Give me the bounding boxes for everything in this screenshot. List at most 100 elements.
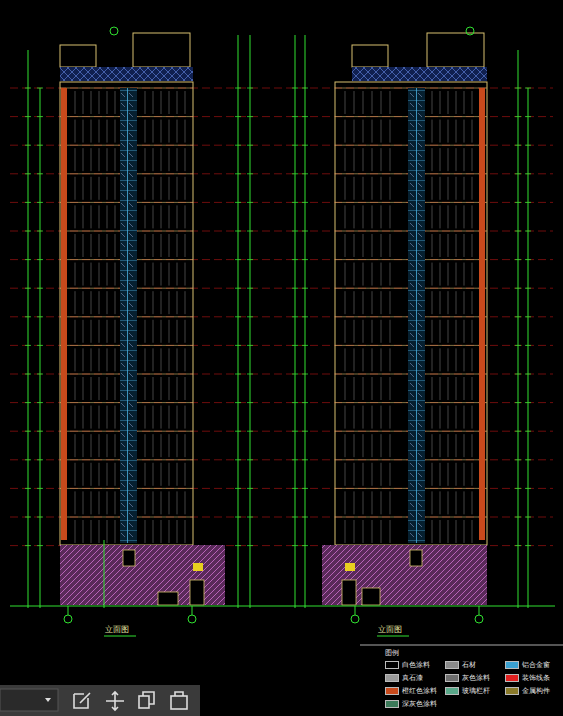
floor-line [345,406,346,429]
floor-line [472,91,473,114]
floor-line [456,320,457,343]
floor-line [145,148,146,171]
floor-line [432,320,433,343]
floor-line [10,202,553,203]
floor-line [515,316,521,317]
floor-line [153,520,154,543]
floor-line [115,120,116,143]
floor-line [91,120,92,143]
floor-line [456,520,457,543]
legend-text: 金属构件 [522,688,550,695]
floor-line [25,402,31,403]
floor-line [432,434,433,457]
floor-line [25,545,31,546]
floor-line [75,377,76,400]
floor-line [91,406,92,429]
floor-line [292,202,298,203]
floor-line [37,202,43,203]
floor-line [25,173,31,174]
floor-line [153,348,154,371]
floor-line [91,520,92,543]
floor-line [169,434,170,457]
floor-line [525,173,531,174]
floor-line [153,177,154,200]
floor-line [247,288,253,289]
floor-line [153,377,154,400]
floor-line [372,320,373,343]
floor-line [448,291,449,314]
floor-line [153,434,154,457]
floor-line [161,434,162,457]
floor-line [83,291,84,314]
floor-line [363,348,364,371]
floor-line [169,377,170,400]
floor-line [390,463,391,486]
floor-line [83,520,84,543]
floor-line [99,291,100,314]
floor-line [25,145,31,146]
floor-line [75,291,76,314]
floor-line [354,463,355,486]
legend-text: 铝合金窗 [522,662,550,669]
floor-line [440,120,441,143]
floor-line [432,205,433,228]
floor-line [448,348,449,371]
floor-line [448,320,449,343]
floor-line [247,345,253,346]
floor-line [161,120,162,143]
floor-line [177,148,178,171]
floor-line [363,91,364,114]
floor-line [525,231,531,232]
floor-line [448,263,449,286]
floor-line [83,406,84,429]
floor-line [302,259,308,260]
floor-line [161,177,162,200]
floor-line [25,316,31,317]
floor-line [161,348,162,371]
floor-line [107,205,108,228]
floor-line [37,545,43,546]
floor-line [25,259,31,260]
floor-line [25,345,31,346]
floor-line [390,91,391,114]
floor-line [354,205,355,228]
floor-line [390,377,391,400]
floor-line [10,517,553,518]
floor-line [185,320,186,343]
floor-line [107,320,108,343]
floor-line [440,263,441,286]
floor-line [456,263,457,286]
floor-line [432,491,433,514]
floor-line [464,320,465,343]
floor-line [153,491,154,514]
elevation-title: 立面图 [105,626,129,634]
floor-line [472,520,473,543]
floor-line [247,259,253,260]
floor-line [91,148,92,171]
floor-line [235,374,241,375]
floor-line [247,517,253,518]
floor-line [91,434,92,457]
floor-line [464,406,465,429]
floor-line [75,177,76,200]
floor-line [440,520,441,543]
floor-line [345,463,346,486]
floor-line [247,402,253,403]
floor-line [363,291,364,314]
floor-line [107,91,108,114]
floor-line [464,377,465,400]
legend-swatch [445,674,459,682]
floor-line [472,205,473,228]
floor-line [456,177,457,200]
floor-line [390,234,391,257]
floor-line [83,177,84,200]
floor-line [515,545,521,546]
floor-line [169,205,170,228]
floor-line [75,205,76,228]
floor-line [381,320,382,343]
floor-line [99,148,100,171]
floor-line [525,374,531,375]
floor-line [372,205,373,228]
floor-line [354,320,355,343]
floor-line [381,434,382,457]
